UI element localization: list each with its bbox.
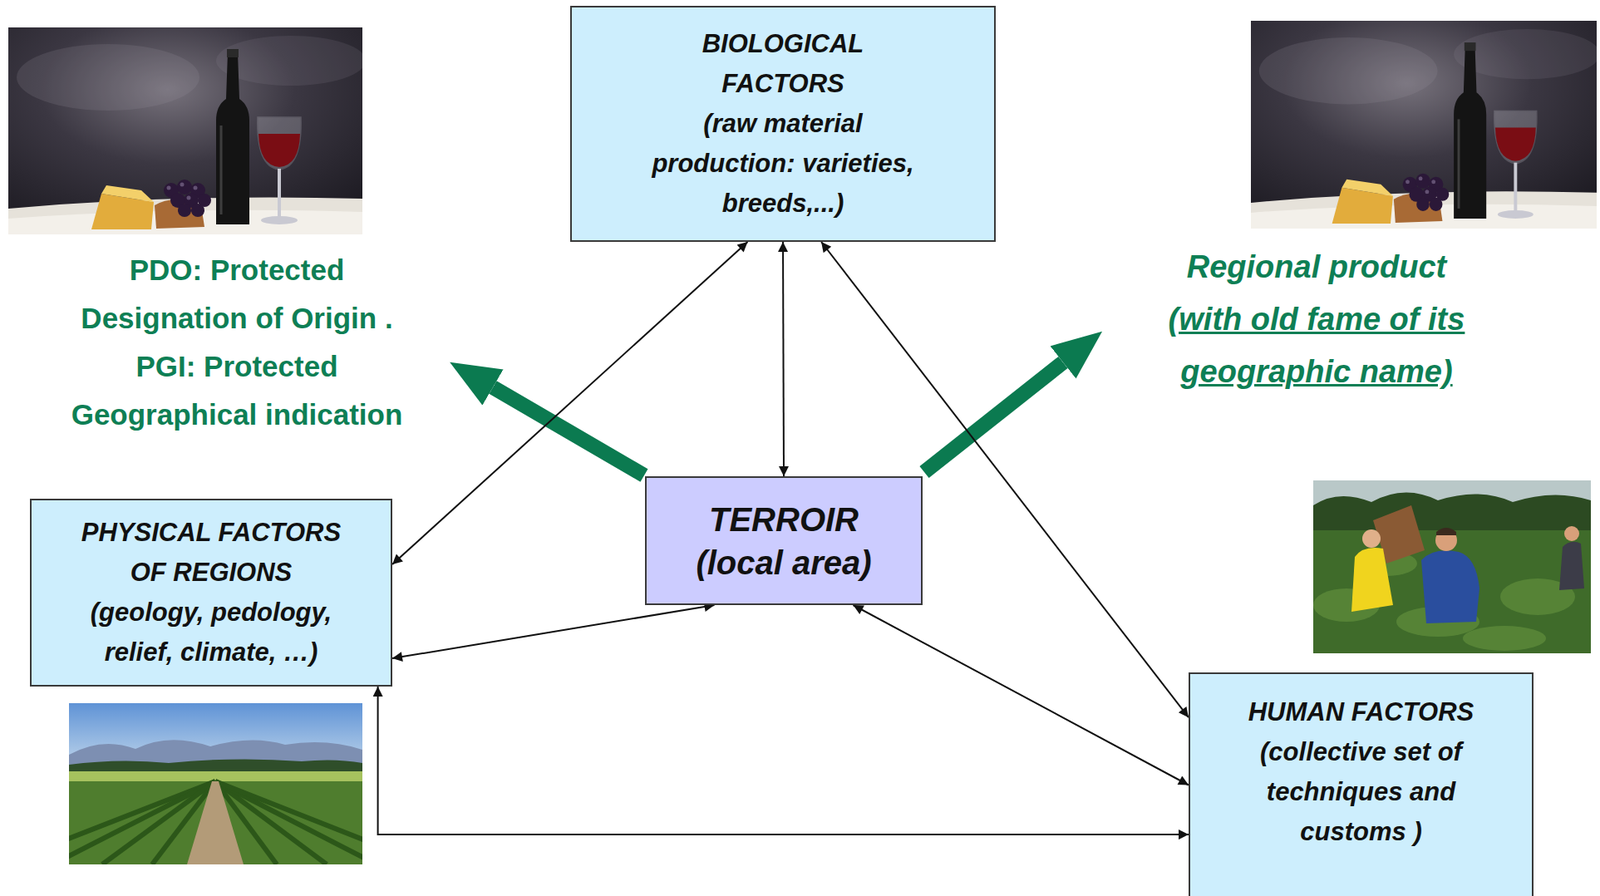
connector-arrow: [853, 605, 1190, 786]
box-body: (geology, pedology, relief, climate, …): [69, 592, 353, 673]
factor-box: PHYSICAL FACTORS OF REGIONS(geology, ped…: [29, 498, 393, 687]
vineyard-photo: [68, 703, 363, 865]
box-body: (raw material production: varieties, bre…: [641, 103, 925, 224]
label-group: PDO: Protected Designation of Origin .PG…: [54, 246, 420, 439]
connector-arrow: [392, 605, 715, 659]
designation-label: PDO: Protected Designation of Origin .: [54, 246, 420, 343]
box-heading: BIOLOGICAL FACTORS: [641, 24, 925, 104]
designation-label: PGI: Protected Geographical indication: [54, 342, 420, 439]
factor-box: HUMAN FACTORS(collective set of techniqu…: [1188, 672, 1534, 896]
label-group: Regional product(with old fame of its ge…: [1121, 241, 1512, 399]
green-arrow: [924, 362, 1064, 473]
green-arrow: [492, 387, 645, 476]
connector-arrow: [378, 686, 1189, 835]
box-body: (collective set of techniques and custom…: [1220, 732, 1503, 852]
box-heading: PHYSICAL FACTORS OF REGIONS: [69, 512, 353, 593]
designation-label: (with old fame of its geographic name): [1121, 293, 1512, 399]
box-body: (local area): [695, 541, 872, 585]
harvest-photo: [1313, 480, 1591, 654]
wine-photo: [8, 27, 363, 235]
box-heading: HUMAN FACTORS: [1248, 692, 1475, 733]
factor-box: BIOLOGICAL FACTORS(raw material producti…: [570, 5, 996, 242]
box-heading: TERROIR: [708, 497, 859, 542]
wine-photo: [1250, 20, 1597, 229]
designation-label: Regional product: [1121, 241, 1512, 294]
terroir-box: TERROIR(local area): [644, 476, 923, 606]
connector-arrow: [782, 241, 784, 477]
